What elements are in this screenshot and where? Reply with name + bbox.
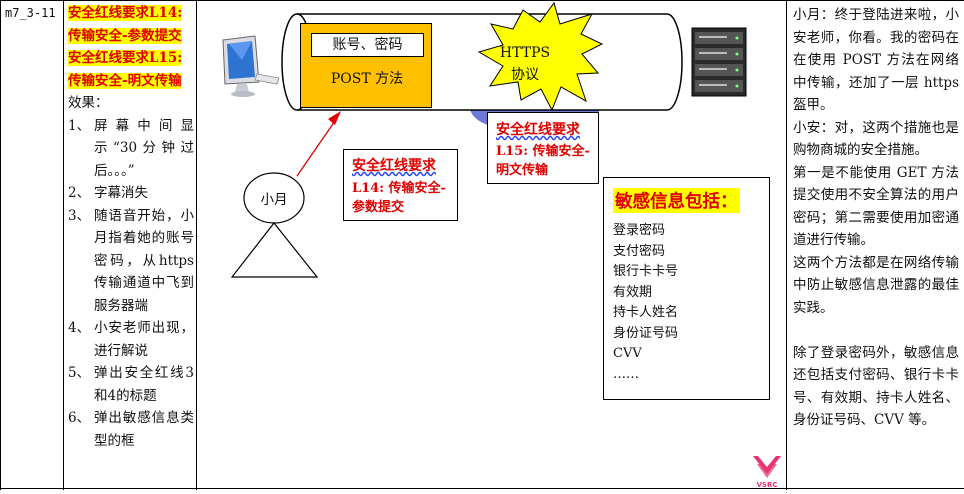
narration-paragraph: 这两个方法都是在网络传输中防止敏感信息泄露的最佳实践。: [793, 254, 959, 316]
callout-l14: 安全红线要求 L14: 传输安全-参数提交: [343, 149, 458, 221]
step-text: 随语音开始，小月指着她的账号密码，从https传输通道中飞到服务器端: [94, 207, 194, 314]
narration-paragraph: 小安：对，这两个措施也是购物商城的安全措施。: [793, 119, 959, 159]
callout-l15-title: 安全红线要求: [496, 122, 580, 138]
sensitive-item: CVV: [613, 346, 642, 361]
step-text: 字幕消失: [94, 185, 148, 201]
narration-paragraph: 第一是不能使用 GET 方法提交使用不安全算法的用户密码；第二需要使用加密通道进…: [793, 164, 959, 249]
effect-step: 4、小安老师出现，进行解说: [68, 317, 194, 362]
effect-step: 2、字幕消失: [68, 182, 194, 205]
protocol-label: 协议: [511, 67, 539, 83]
redline-l14: 安全红线要求L14:传输安全-参数提交: [68, 5, 183, 44]
table-top-border: [0, 0, 964, 1]
computer-icon: [222, 35, 280, 97]
step-number: 2、: [68, 185, 91, 201]
narration-paragraph: [793, 319, 959, 342]
sensitive-info-box: 敏感信息包括： 登录密码支付密码银行卡卡号有效期持卡人姓名身份证号码 CVV ……: [603, 177, 770, 400]
effect-step: 6、弹出敏感信息类型的框: [68, 407, 194, 452]
step-number: 6、: [68, 410, 91, 426]
post-method-label: POST 方法: [330, 71, 404, 87]
effect-step: 3、随语音开始，小月指着她的账号密码，从https传输通道中飞到服务器端: [68, 205, 194, 318]
svg-text:VSRC: VSRC: [757, 481, 778, 489]
table-bottom-border: [0, 488, 964, 489]
sensitive-item: ……: [613, 366, 639, 382]
cell-narration: 小月：终于登陆进来啦，小安老师，你看。我的密码在在使用 POST 方法在网络中传…: [787, 0, 964, 490]
credentials-field: 账号、密码: [311, 33, 424, 57]
cell-row-id: m7_3-11: [0, 0, 64, 490]
effect-step: 1、屏幕中间显示“30分钟过后。。。”: [68, 115, 194, 183]
https-burst-label: HTTPS 协议: [486, 42, 564, 86]
sensitive-item: 有效期: [613, 284, 653, 300]
redline-l15: 安全红线要求L15:传输安全-明文传输: [68, 50, 183, 89]
person-figure: [230, 172, 319, 278]
sensitive-info-title: 敏感信息包括：: [613, 188, 740, 213]
callout-l15-body: L15: 传输安全-明文传输: [496, 144, 590, 178]
sensitive-item: 支付密码: [613, 243, 666, 259]
callout-l14-title: 安全红线要求: [352, 158, 436, 174]
cell-diagram: [197, 0, 787, 490]
step-text: 屏幕中间显示“30分钟过后。。。”: [94, 117, 194, 179]
step-text: 弹出敏感信息类型的框: [94, 410, 194, 449]
https-burst-shape: [477, 1, 604, 112]
sensitive-info-list: 登录密码支付密码银行卡卡号有效期持卡人姓名身份证号码 CVV ……: [604, 221, 769, 385]
effect-step: 5、弹出安全红线3和4的标题: [68, 362, 194, 407]
effect-label: 效果：: [68, 95, 109, 111]
sensitive-item: 身份证号码: [613, 325, 679, 341]
sensitive-item: 持卡人姓名: [613, 305, 679, 320]
vsrc-logo: VSRC: [750, 452, 784, 490]
callout-l14-body: L14: 传输安全-参数提交: [352, 181, 446, 215]
step-number: 5、: [68, 365, 91, 381]
callout-l15: 安全红线要求 L15: 传输安全-明文传输: [487, 112, 599, 184]
step-number: 1、: [68, 117, 91, 134]
effects-content: 安全红线要求L14:传输安全-参数提交 安全红线要求L15:传输安全-明文传输 …: [68, 2, 194, 452]
sensitive-item: 银行卡卡号: [613, 264, 679, 279]
step-text: 小安老师出现，进行解说: [94, 320, 194, 359]
row-id: m7_3-11: [5, 6, 56, 20]
person-label: 小月: [260, 192, 288, 208]
sensitive-item: 登录密码: [613, 223, 666, 238]
narration-text: 小月：终于登陆进来啦，小安老师，你看。我的密码在在使用 POST 方法在网络中传…: [793, 4, 959, 432]
step-number: 3、: [68, 207, 91, 224]
step-number: 4、: [68, 320, 91, 336]
narration-paragraph: 小月：终于登陆进来啦，小安老师，你看。我的密码在在使用 POST 方法在网络中传…: [793, 7, 959, 113]
server-icon: [691, 27, 747, 97]
narration-paragraph: 除了登录密码外，敏感信息还包括支付密码、银行卡卡号、有效期、持卡人姓名、身份证号…: [793, 344, 959, 429]
cell-effects: 安全红线要求L14:传输安全-参数提交 安全红线要求L15:传输安全-明文传输 …: [64, 0, 197, 490]
https-label: HTTPS: [499, 45, 551, 61]
pointer-arrow: [296, 111, 341, 177]
step-text: 弹出安全红线3和4的标题: [94, 365, 194, 404]
